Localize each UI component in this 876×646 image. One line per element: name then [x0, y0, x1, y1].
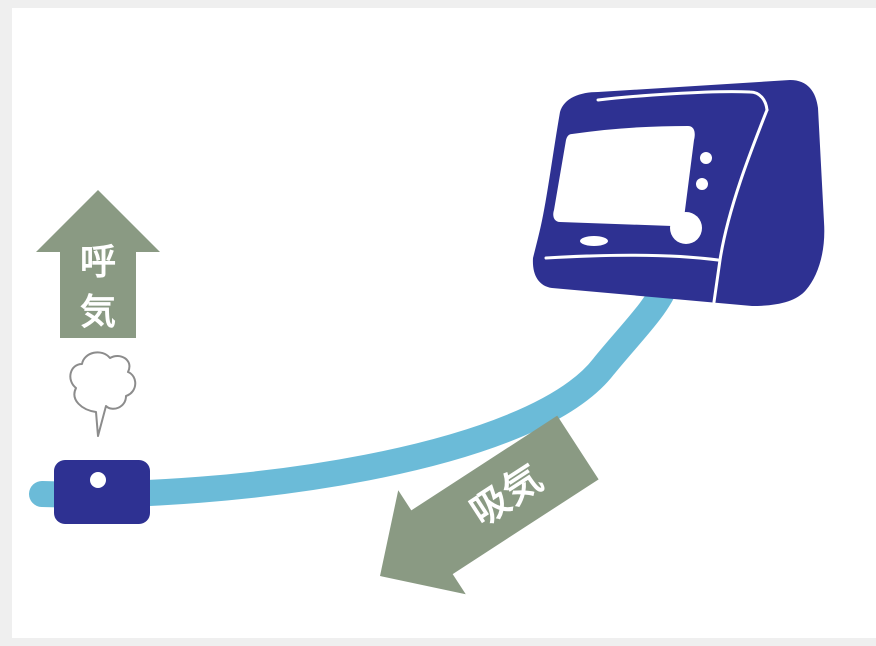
- air-tube-icon: [29, 271, 679, 508]
- exhale-label-char-2: 気: [80, 292, 116, 333]
- breath-cloud-icon: [69, 351, 137, 437]
- diagram-canvas: 呼 気 吸気: [29, 80, 825, 595]
- up-arrow-icon: 呼 気: [36, 190, 160, 338]
- cpap-diagram: 呼 気 吸気: [12, 8, 876, 638]
- nasal-mask-icon: [54, 460, 150, 524]
- cpap-machine-icon: [532, 80, 825, 306]
- exhale-label-char-1: 呼: [80, 242, 116, 283]
